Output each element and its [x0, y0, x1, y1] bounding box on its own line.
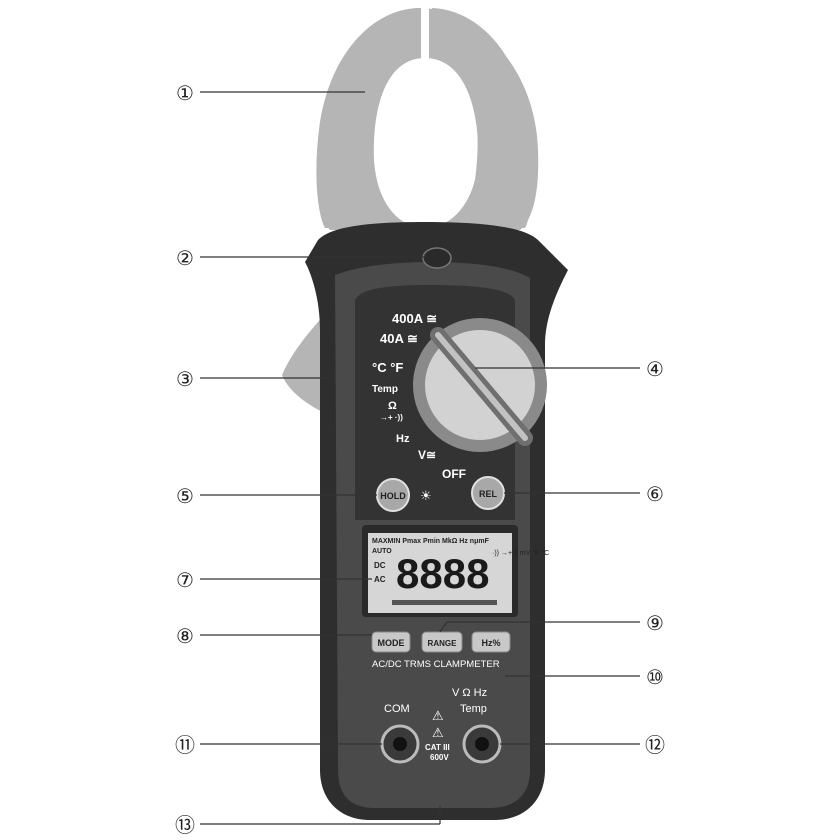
- lcd-dc: DC: [374, 561, 386, 570]
- callout-13: ⑬: [175, 814, 195, 837]
- lcd-ac: AC: [374, 575, 386, 584]
- lcd-bargraph: [392, 600, 497, 605]
- feature-line: AC/DC TRMS CLAMPMETER: [372, 659, 500, 670]
- v-ohm-hz-temp-terminal[interactable]: [462, 724, 502, 764]
- cat-rating: CAT III: [425, 743, 450, 752]
- hold-button[interactable]: HOLD: [376, 478, 410, 512]
- hold-button-label: HOLD: [380, 491, 406, 501]
- rotary-dial[interactable]: [413, 318, 547, 452]
- callout-12: ⑫: [645, 734, 665, 757]
- dial-label-volt: V≅: [418, 448, 436, 462]
- callout-10: ⑩: [646, 667, 664, 689]
- lcd-auto: AUTO: [372, 548, 392, 555]
- dial-label-ohm: Ω: [388, 400, 397, 412]
- warning-icon: ⚠: [432, 708, 444, 723]
- rel-button-label: REL: [479, 489, 498, 499]
- callout-6: ⑥: [646, 484, 664, 506]
- hz-percent-button-label: Hz%: [481, 638, 500, 648]
- jaw-hinge-hole: [422, 247, 452, 269]
- callout-2: ②: [176, 248, 194, 270]
- com-terminal[interactable]: [380, 724, 420, 764]
- lcd-top-row: MAXMIN Pmax Pmin MkΩ Hz nμmF: [372, 538, 490, 545]
- callout-8: ⑧: [176, 626, 194, 648]
- clamp-jaws: [316, 6, 539, 230]
- dial-label-diode-continuity: →+ ·)): [380, 413, 403, 422]
- rel-button[interactable]: REL: [471, 476, 505, 510]
- hz-percent-button[interactable]: Hz%: [471, 631, 511, 653]
- callout-1: ①: [176, 83, 194, 105]
- callout-11: ⑪: [175, 734, 195, 757]
- callout-5: ⑤: [176, 486, 194, 508]
- mode-button[interactable]: MODE: [371, 631, 411, 653]
- terminal-com-label: COM: [384, 703, 410, 715]
- warning-icon-2: ⚠: [432, 725, 444, 740]
- callout-7: ⑦: [176, 570, 194, 592]
- mode-button-label: MODE: [378, 638, 405, 648]
- terminal-vohmhz-label: V Ω Hz: [452, 687, 487, 699]
- lcd-display: MAXMIN Pmax Pmin MkΩ Hz nμmF AUTO DC AC …: [362, 525, 549, 617]
- backlight-icon: ☀: [420, 488, 432, 503]
- callout-4: ④: [646, 359, 664, 381]
- terminal-temp-label: Temp: [460, 703, 487, 715]
- dial-label-off: OFF: [442, 467, 466, 481]
- lcd-digits: 8888: [396, 550, 489, 597]
- callout-3: ③: [176, 369, 194, 391]
- dial-label-400a: 400A ≅: [392, 311, 437, 326]
- callout-9: ⑨: [646, 613, 664, 635]
- callout-leaders: [200, 91, 640, 825]
- voltage-rating: 600V: [430, 753, 449, 762]
- range-button[interactable]: RANGE: [421, 631, 463, 653]
- dial-label-40a: 40A ≅: [380, 331, 418, 346]
- dial-label-hz: Hz: [396, 433, 410, 445]
- range-button-label: RANGE: [428, 639, 458, 648]
- dial-label-temp: Temp: [372, 384, 398, 395]
- lcd-units-right: ·)) →+ A mV °F °C: [492, 549, 549, 557]
- dial-label-temp-units: °C °F: [372, 360, 403, 375]
